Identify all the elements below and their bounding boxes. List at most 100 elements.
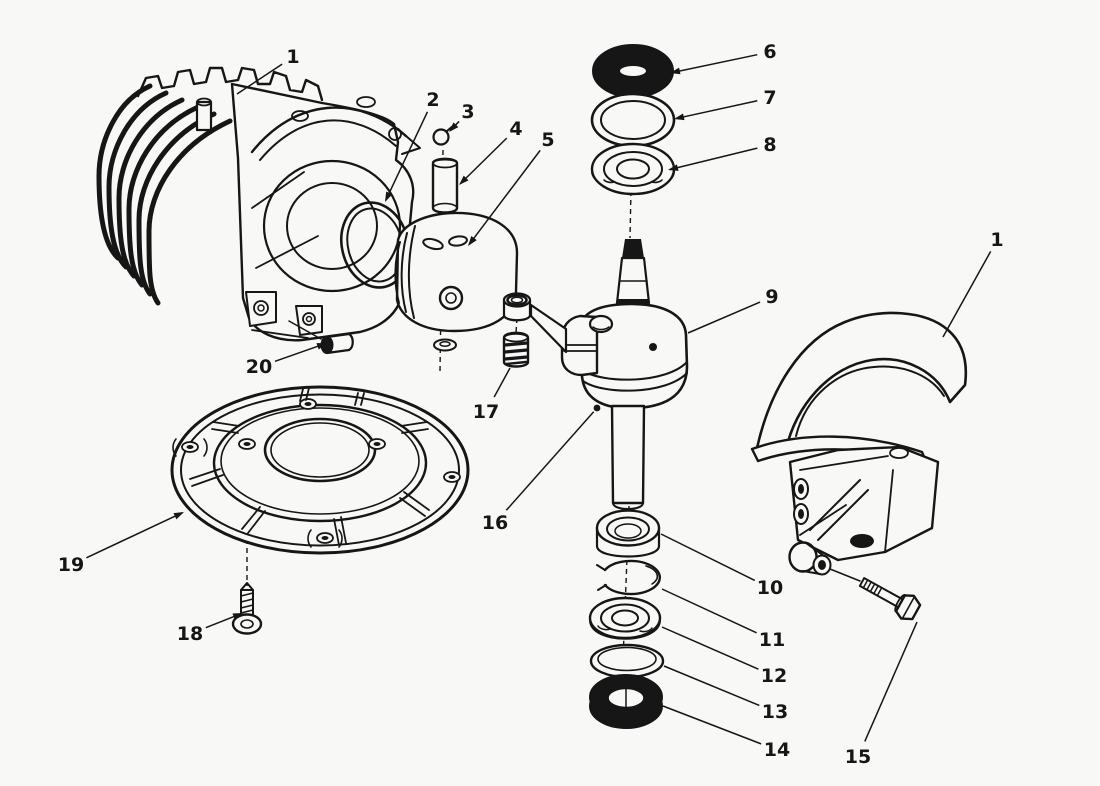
part-number: 4 xyxy=(509,118,522,140)
body-accent-line xyxy=(251,171,305,209)
side-boss-hole xyxy=(798,509,804,519)
leader-arrowhead xyxy=(232,613,243,620)
part-number: 10 xyxy=(757,577,783,599)
bearing-ball-hint xyxy=(597,625,611,631)
part-number: 17 xyxy=(473,401,499,423)
callout-7-upper-washer: 7 xyxy=(674,87,777,121)
big-end-hole-shade xyxy=(592,326,610,331)
mount-lug xyxy=(245,291,277,327)
lower-stack-drawing xyxy=(588,509,665,729)
lower-bearing-bore xyxy=(611,609,639,627)
callout-4-piston-pin: 4 xyxy=(459,118,523,185)
callout-10-seal-retainer-cup: 10 xyxy=(660,533,783,599)
callout-15-mounting-bolt: 15 xyxy=(845,621,918,768)
leader-line xyxy=(236,63,283,95)
top-flange-inner xyxy=(259,119,397,161)
cooling-fin xyxy=(106,90,169,270)
pin-clip-drawing xyxy=(432,128,450,146)
callout-14-lower-oil-seal: 14 xyxy=(662,705,790,761)
wrist-pin-bore xyxy=(438,285,464,311)
dowel-pin-drawing xyxy=(320,332,354,355)
top-boss xyxy=(889,447,909,459)
leader-line xyxy=(459,137,508,185)
engine-cylinder-assembly-drawing xyxy=(96,66,421,342)
piston-ring-groove xyxy=(407,225,416,319)
leader-arrowhead xyxy=(468,235,477,246)
small-end-dark-ring xyxy=(506,294,528,306)
piston-group-drawing xyxy=(340,125,519,352)
bearing-ball-hint xyxy=(651,179,663,184)
piston-ring-groove xyxy=(394,241,401,304)
retaining-ring-inner xyxy=(645,565,659,585)
lower-washer-inner xyxy=(597,646,657,672)
leader-line xyxy=(864,621,918,742)
retaining-ring-tab xyxy=(596,564,606,571)
pin-side xyxy=(325,332,351,339)
callout-9-crankshaft: 9 xyxy=(687,286,779,334)
screw-head-socket xyxy=(240,619,254,629)
leader-arrowhead xyxy=(316,343,327,350)
head-stud-top xyxy=(196,97,212,107)
part-number: 2 xyxy=(426,89,439,111)
part-number: 9 xyxy=(765,286,778,308)
dark-recess xyxy=(850,534,874,548)
top-flange-outer xyxy=(250,106,408,154)
leader-arrowhead xyxy=(668,164,679,171)
seal-cup-inner xyxy=(606,516,650,542)
bearing-ball-hint xyxy=(603,179,615,184)
leader-line xyxy=(661,588,757,634)
cooling-fin xyxy=(96,83,153,261)
crankcase-cover-drawing xyxy=(750,311,968,582)
pin-end xyxy=(347,332,354,352)
callout-19-mounting-plate: 19 xyxy=(58,512,184,576)
web-disc-separation xyxy=(582,372,688,392)
leader-line xyxy=(274,342,326,363)
spring-coil xyxy=(503,355,529,361)
crankcase-mouth-inner xyxy=(286,182,378,270)
part-number: 20 xyxy=(246,356,272,378)
piston-pin-top xyxy=(432,157,458,169)
plate-bolt-holes xyxy=(181,398,461,544)
leader-dot xyxy=(593,404,601,412)
plate-mid-ring-outer xyxy=(212,403,428,523)
retaining-ring-tab xyxy=(597,584,607,591)
screw-threads xyxy=(240,592,254,614)
crankcase-mouth-outer xyxy=(262,159,402,293)
leader-line xyxy=(663,665,760,707)
body-strut xyxy=(817,489,869,541)
leader-line xyxy=(660,533,756,582)
callout-5-piston: 5 xyxy=(468,129,555,246)
part-number: 13 xyxy=(762,701,788,723)
connecting-rod-beam xyxy=(529,303,568,354)
piston-ring-groove xyxy=(400,232,408,313)
leader-line xyxy=(661,626,759,670)
part-number: 18 xyxy=(177,623,203,645)
lower-washer-drawing xyxy=(589,643,665,679)
leader-line xyxy=(662,705,762,745)
leader-line xyxy=(468,149,541,245)
mounting-plate-drawing xyxy=(170,385,470,555)
piston-crown-slot xyxy=(422,237,444,251)
leader-arrowhead xyxy=(449,122,459,132)
leader-line xyxy=(675,100,758,120)
part-number: 11 xyxy=(759,629,785,651)
callout-18-plate-screw: 18 xyxy=(177,613,243,645)
piston-crown-slot xyxy=(448,235,468,247)
hex-facet xyxy=(901,595,916,620)
part-number: 5 xyxy=(541,129,554,151)
lower-pin-clip-hole xyxy=(439,341,451,347)
bolt-axis-line xyxy=(829,568,861,582)
part-number: 1 xyxy=(990,229,1003,251)
stud-boss xyxy=(291,110,309,122)
part-number: 12 xyxy=(761,665,787,687)
wrist-pin-bore-center xyxy=(445,292,457,304)
mounting-bolt-drawing xyxy=(858,577,922,621)
body-facet-line xyxy=(799,504,847,536)
side-boss-hole xyxy=(798,484,804,494)
plate-inner-rim xyxy=(180,393,460,547)
leader-line xyxy=(493,367,511,398)
plate-mid-ring-inner xyxy=(220,407,420,515)
lug-hole-center xyxy=(305,315,313,323)
bearing-ball-hint xyxy=(639,627,653,633)
